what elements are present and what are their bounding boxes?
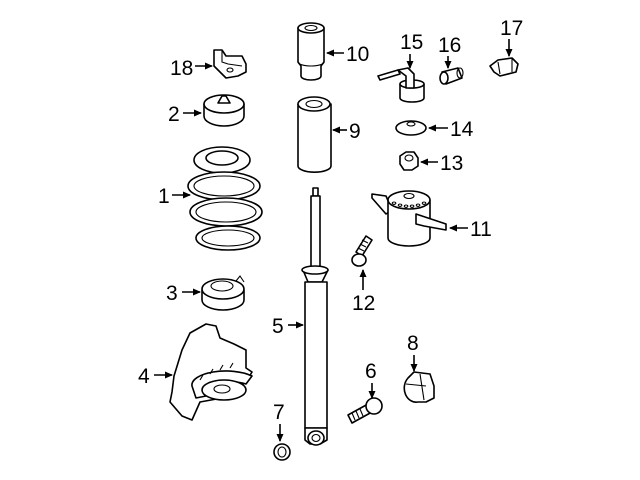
callout-16: 16 [438, 34, 461, 69]
nut-13[interactable] [399, 151, 419, 171]
svg-text:15: 15 [400, 31, 423, 54]
callout-12: 12 [352, 269, 375, 315]
svg-text:17: 17 [500, 17, 523, 40]
callout-15: 15 [400, 31, 423, 69]
upper-mount-11[interactable] [371, 190, 447, 247]
washer-7[interactable] [273, 443, 291, 461]
dust-boot-9[interactable] [297, 96, 332, 173]
sleeve-16[interactable] [439, 67, 464, 85]
svg-text:11: 11 [470, 218, 492, 241]
svg-text:2: 2 [168, 103, 180, 126]
bushing-8[interactable] [403, 371, 435, 403]
callout-5: 5 [272, 315, 304, 338]
svg-text:14: 14 [450, 118, 474, 141]
callout-18: 18 [170, 57, 213, 80]
svg-text:5: 5 [272, 315, 284, 338]
callout-11: 11 [449, 218, 492, 241]
callout-2: 2 [168, 103, 202, 126]
coil-spring-1[interactable] [187, 146, 263, 251]
svg-text:10: 10 [346, 43, 369, 66]
shield-4[interactable] [169, 323, 253, 421]
svg-text:18: 18 [170, 57, 193, 80]
bracket-18[interactable] [213, 49, 247, 79]
bolt-6[interactable] [347, 397, 383, 424]
svg-text:9: 9 [349, 120, 361, 143]
svg-text:13: 13 [440, 152, 463, 175]
bump-stop-10[interactable] [297, 22, 325, 81]
svg-text:7: 7 [273, 401, 285, 424]
svg-text:6: 6 [365, 360, 377, 383]
callout-9: 9 [332, 120, 361, 143]
callout-7: 7 [273, 401, 285, 442]
callout-4: 4 [138, 365, 173, 388]
shock-absorber-5[interactable] [301, 187, 329, 446]
callout-14: 14 [428, 118, 474, 141]
callout-13: 13 [420, 152, 463, 175]
callout-6: 6 [365, 360, 377, 399]
svg-text:1: 1 [158, 185, 170, 208]
svg-text:3: 3 [166, 282, 178, 305]
insulator-2[interactable] [203, 94, 245, 127]
washer-cap-14[interactable] [395, 120, 427, 136]
bolt-12[interactable] [351, 235, 373, 267]
svg-text:16: 16 [438, 34, 461, 57]
callout-3: 3 [166, 282, 201, 305]
callout-8: 8 [407, 332, 419, 372]
spring-seat-3[interactable] [201, 275, 245, 311]
callout-1: 1 [158, 185, 191, 208]
svg-text:4: 4 [138, 365, 150, 388]
fitting-15[interactable] [377, 67, 425, 103]
svg-text:8: 8 [407, 332, 419, 355]
svg-text:12: 12 [352, 292, 375, 315]
callout-17: 17 [500, 17, 523, 57]
clip-17[interactable] [489, 57, 519, 77]
callout-10: 10 [326, 43, 369, 66]
